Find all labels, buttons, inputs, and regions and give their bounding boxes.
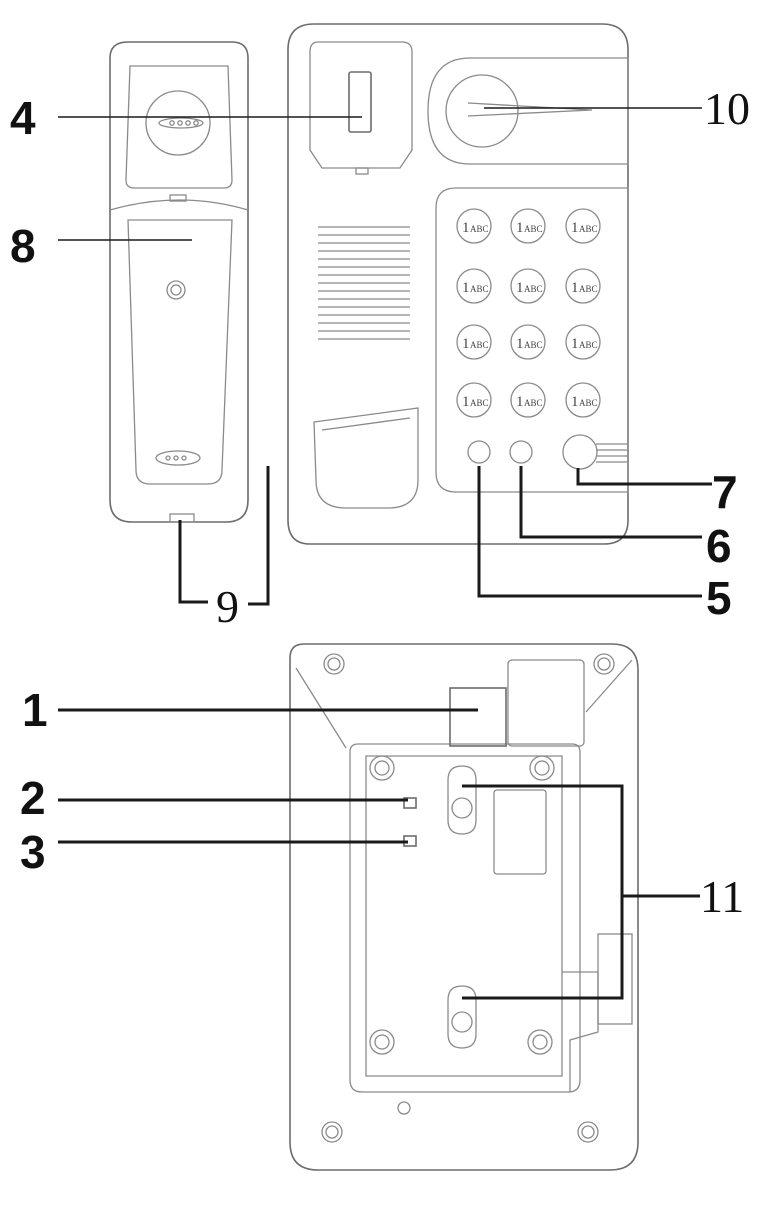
keypad-key-digit: 1 (516, 220, 524, 236)
keypad-key-digit: 1 (571, 336, 579, 352)
earpiece-grille (145, 90, 211, 156)
keypad-key-outline (510, 382, 546, 418)
keypad-key-letters: ABC (579, 284, 598, 294)
function-button-right[interactable] (509, 440, 533, 464)
leader-9-left (178, 520, 208, 604)
keypad-key-outline (565, 382, 601, 418)
keypad-key-letters: ABC (579, 224, 598, 234)
keypad-key-outline (565, 268, 601, 304)
keypad-key-digit: 1 (516, 394, 524, 410)
keypad-key-letters: ABC (470, 398, 489, 408)
keypad-key-digit: 1 (516, 280, 524, 296)
callout-4: 4 (10, 92, 36, 144)
base-unit (287, 23, 629, 545)
leader-11 (462, 784, 624, 1000)
callout-5: 5 (706, 572, 732, 624)
large-button[interactable] (562, 434, 598, 470)
callout-labels: 4 8 10 9 7 6 5 1 2 3 11 (10, 83, 750, 922)
callout-3: 3 (20, 826, 46, 878)
callout-6: 6 (706, 520, 732, 572)
callout-10: 10 (704, 83, 750, 134)
function-button-left[interactable] (467, 440, 491, 464)
leader-7 (576, 468, 712, 486)
keypad-key-digit: 1 (462, 280, 470, 296)
keypad-key-digit: 1 (462, 394, 470, 410)
keypad-key-outline (510, 268, 546, 304)
keypad-key-letters: ABC (579, 398, 598, 408)
keypad-key-outline (456, 382, 492, 418)
keypad-key-outline (456, 208, 492, 244)
keypad-key-letters: ABC (470, 340, 489, 350)
callout-7: 7 (712, 466, 738, 518)
keypad-key-letters: ABC (524, 284, 543, 294)
function-buttons (467, 434, 628, 470)
keypad-key-digit: 1 (571, 280, 579, 296)
callout-1: 1 (22, 684, 48, 736)
keypad-key-outline (456, 324, 492, 360)
callout-11: 11 (700, 871, 744, 922)
keypad-key-outline (510, 324, 546, 360)
keypad-key-outline (565, 324, 601, 360)
speaker-grille (318, 226, 410, 340)
handset (109, 41, 249, 523)
keypad-key-letters: ABC (524, 340, 543, 350)
leader-5 (477, 466, 702, 598)
leader-lines (58, 107, 712, 1000)
keypad-key-outline (456, 268, 492, 304)
keypad-key-digit: 1 (462, 336, 470, 352)
callout-9: 9 (216, 581, 239, 632)
keypad-key-letters: ABC (579, 340, 598, 350)
leader-6 (519, 466, 702, 539)
keypad-key-digit: 1 (516, 336, 524, 352)
keypad-key-letters: ABC (524, 224, 543, 234)
keypad-key-outline (565, 208, 601, 244)
leader-9-right (248, 466, 270, 606)
callout-8: 8 (10, 220, 36, 272)
keypad-key-digit: 1 (462, 220, 470, 236)
keypad-key-digit: 1 (571, 220, 579, 236)
callout-2: 2 (20, 772, 46, 824)
keypad-key-letters: ABC (470, 224, 489, 234)
keypad-key-digit: 1 (571, 394, 579, 410)
keypad-key-outline (510, 208, 546, 244)
keypad-key-letters: ABC (470, 284, 489, 294)
base-underside (289, 643, 639, 1171)
keypad-key-letters: ABC (524, 398, 543, 408)
mouthpiece-grille (155, 450, 201, 466)
